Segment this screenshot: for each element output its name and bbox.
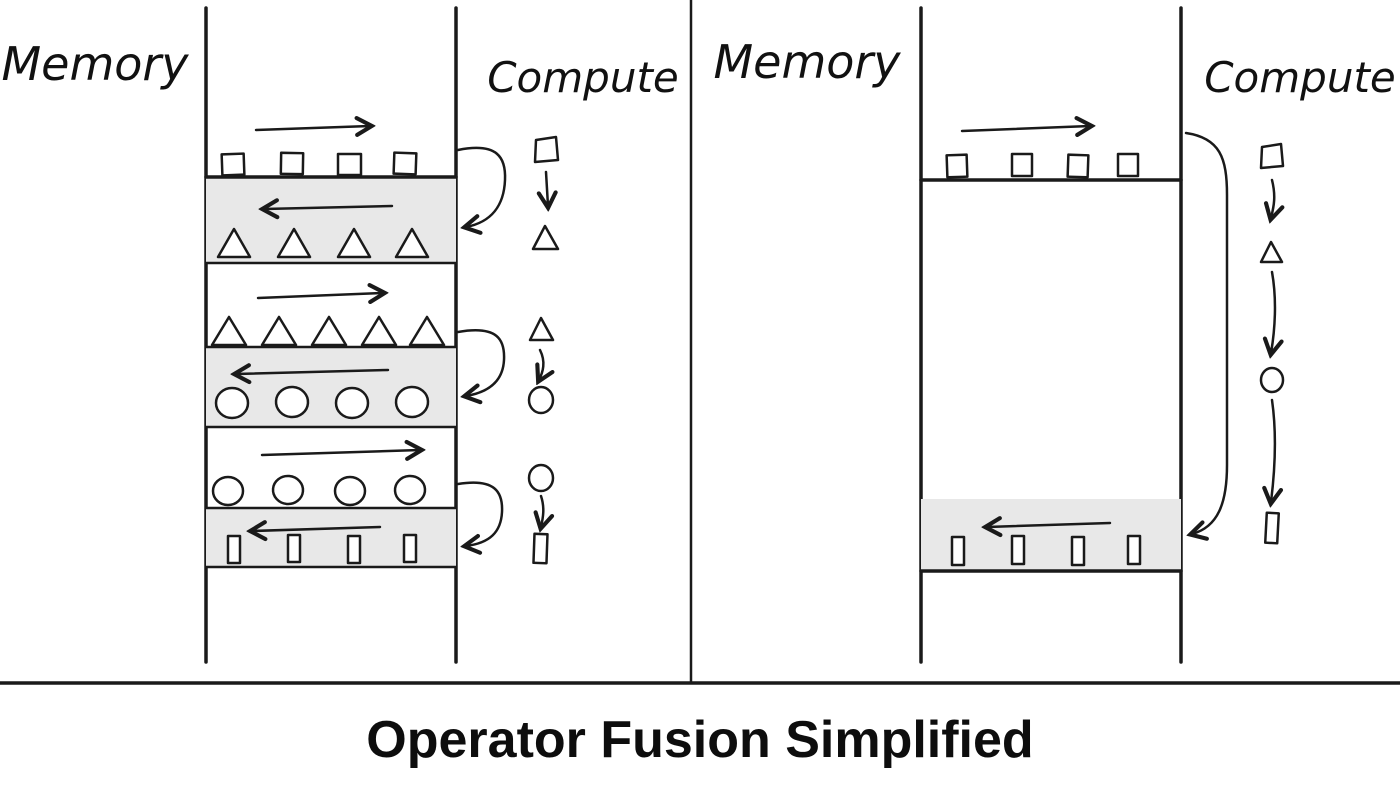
down-arrow bbox=[546, 170, 548, 206]
square-icon bbox=[945, 153, 969, 179]
write-arrow bbox=[264, 206, 394, 209]
circle-icon bbox=[394, 385, 430, 419]
writeback-hook-arrow bbox=[456, 329, 506, 396]
circle-icon bbox=[214, 386, 250, 420]
triangle-icon bbox=[1259, 240, 1284, 264]
memory-label: Memory bbox=[1, 37, 189, 91]
write-band bbox=[206, 508, 456, 568]
fused-op-group bbox=[919, 126, 1285, 573]
triangle-icon bbox=[394, 227, 430, 259]
bars-row bbox=[950, 534, 1142, 567]
write-arrow bbox=[252, 527, 382, 531]
circles-row bbox=[214, 385, 430, 420]
fused-panel: Memory Compute bbox=[713, 6, 1396, 664]
bars-row bbox=[226, 533, 418, 565]
circle-icon bbox=[211, 475, 245, 507]
triangle-icon bbox=[216, 227, 252, 259]
squares-row bbox=[945, 152, 1140, 179]
down-arrow bbox=[1271, 178, 1274, 218]
triangle-icon bbox=[531, 224, 560, 251]
diagram-title: Operator Fusion Simplified bbox=[366, 711, 1033, 769]
op1-compute-glyphs bbox=[531, 135, 560, 251]
bar-icon bbox=[950, 535, 966, 567]
triangle-icon bbox=[310, 315, 348, 347]
read-arrow bbox=[254, 126, 370, 130]
fused-compute-chain bbox=[1259, 142, 1285, 545]
circle-icon bbox=[274, 385, 310, 419]
circle-icon bbox=[334, 386, 370, 420]
bar-icon bbox=[402, 533, 418, 564]
circle-icon bbox=[1259, 366, 1285, 394]
down-arrow bbox=[1271, 398, 1275, 502]
op2-group bbox=[204, 293, 555, 429]
unfused-panel: Memory Compute bbox=[1, 6, 679, 664]
down-arrow bbox=[541, 494, 543, 527]
op1-group bbox=[204, 126, 560, 265]
triangle-icon bbox=[528, 316, 555, 342]
circle-icon bbox=[271, 474, 305, 506]
read-arrow bbox=[260, 450, 420, 455]
writeback-hook-arrow bbox=[456, 146, 507, 227]
triangles-row bbox=[210, 315, 446, 347]
write-arrow bbox=[236, 370, 390, 374]
circle-icon bbox=[527, 463, 555, 493]
op3-group bbox=[204, 450, 555, 569]
triangles-row bbox=[216, 227, 430, 259]
bar-icon bbox=[346, 534, 362, 565]
bar-icon bbox=[532, 532, 549, 565]
compute-label: Compute bbox=[487, 53, 679, 102]
triangle-icon bbox=[360, 315, 398, 347]
triangle-icon bbox=[210, 315, 248, 347]
squares-row bbox=[220, 151, 418, 177]
circle-icon bbox=[527, 385, 555, 415]
circle-icon bbox=[333, 475, 367, 507]
bar-icon bbox=[1126, 534, 1142, 566]
triangle-icon bbox=[336, 227, 372, 259]
triangle-icon bbox=[408, 315, 446, 347]
square-icon bbox=[1116, 152, 1140, 178]
op3-compute-glyphs bbox=[527, 463, 555, 565]
compute-label: Compute bbox=[1204, 53, 1396, 102]
bar-icon bbox=[226, 534, 242, 565]
down-arrow bbox=[1271, 270, 1275, 353]
bar-icon bbox=[1010, 534, 1026, 566]
read-arrow bbox=[256, 293, 383, 298]
square-icon bbox=[533, 135, 560, 164]
writeback-hook-arrow bbox=[456, 481, 504, 546]
circles-row bbox=[211, 474, 427, 507]
read-arrow bbox=[960, 126, 1090, 131]
down-arrow bbox=[539, 348, 543, 380]
fusion-bracket-arrow bbox=[1184, 131, 1229, 534]
triangle-icon bbox=[260, 315, 298, 347]
circle-icon bbox=[393, 474, 427, 506]
square-icon bbox=[220, 152, 246, 177]
bar-icon bbox=[1263, 511, 1281, 545]
square-icon bbox=[1010, 152, 1034, 178]
square-icon bbox=[392, 151, 418, 176]
square-icon bbox=[336, 152, 363, 177]
square-icon bbox=[279, 151, 305, 176]
op2-compute-glyphs bbox=[527, 316, 555, 415]
write-arrow bbox=[987, 523, 1112, 527]
memory-label: Memory bbox=[713, 35, 901, 89]
bar-icon bbox=[1070, 535, 1086, 567]
square-icon bbox=[1259, 142, 1285, 170]
triangle-icon bbox=[276, 227, 312, 259]
bar-icon bbox=[286, 533, 302, 564]
square-icon bbox=[1066, 153, 1090, 179]
